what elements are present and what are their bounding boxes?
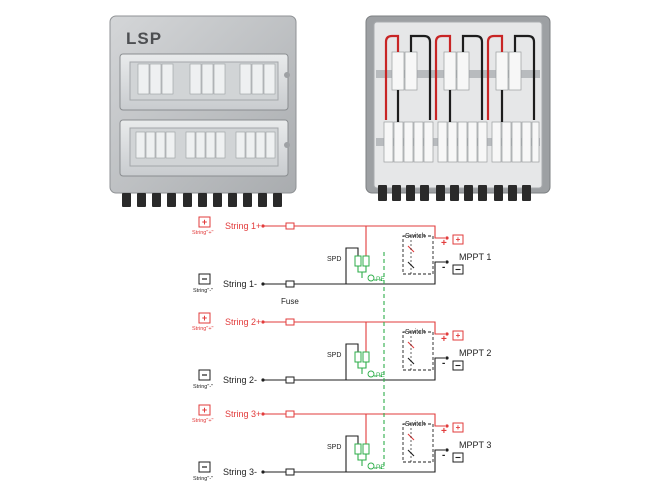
string-plus-label: String 2+ xyxy=(225,317,261,327)
spd-label: SPD xyxy=(327,444,341,451)
mppt-minus-sign: - xyxy=(442,262,445,273)
switch-enclosure xyxy=(402,331,434,371)
switch-label: Switch xyxy=(405,233,426,240)
string-minus-tag: String"-" xyxy=(193,288,213,294)
brand-logo: LSP xyxy=(126,29,162,48)
mppt-minus-node xyxy=(445,448,449,452)
fuse-positive-icon xyxy=(285,222,295,230)
plus-terminal-sign: + xyxy=(202,405,207,415)
fuse-negative-icon xyxy=(285,280,295,288)
mppt-plus-sign: + xyxy=(441,238,447,249)
mppt-label: MPPT 1 xyxy=(459,252,491,262)
positive-wire xyxy=(263,225,445,239)
spd-pe-link xyxy=(357,454,367,461)
plus-terminal-icon xyxy=(198,312,211,324)
pe-ground-icon xyxy=(367,462,375,470)
spd-label: SPD xyxy=(327,256,341,263)
spd-module-b-icon xyxy=(362,255,370,267)
positive-wire xyxy=(263,321,445,335)
string-plus-tag: String"+" xyxy=(192,326,214,332)
string-plus-tag: String"+" xyxy=(192,230,214,236)
mppt-plus-node xyxy=(445,424,449,428)
fuse-positive-icon xyxy=(285,410,295,418)
mppt-plus-icon-sign: + xyxy=(456,423,461,432)
string-minus-tag: String"-" xyxy=(193,476,213,482)
mppt-plus-icon-sign: + xyxy=(456,331,461,340)
plus-terminal-sign: + xyxy=(202,313,207,323)
mppt-plus-node xyxy=(445,332,449,336)
spd-module-b-icon xyxy=(362,443,370,455)
negative-wire xyxy=(263,357,445,381)
spd-module-a-icon xyxy=(354,255,362,267)
mppt-minus-sign: - xyxy=(442,358,445,369)
fuse-positive-icon xyxy=(285,318,295,326)
fuse-label: Fuse xyxy=(281,297,299,306)
mppt-minus-node xyxy=(445,356,449,360)
plus-terminal-icon xyxy=(198,404,211,416)
enclosure-closed-photo: LSP xyxy=(109,15,297,207)
switch-label: Switch xyxy=(405,421,426,428)
positive-wire xyxy=(263,413,445,427)
pe-ground-icon xyxy=(367,370,375,378)
wiring-diagram: + String"+" String 1+ String"-" String 1- SPD… xyxy=(192,216,491,482)
mppt-plus-node xyxy=(445,236,449,240)
enclosure-open-photo xyxy=(365,15,551,201)
mppt-label: MPPT 2 xyxy=(459,348,491,358)
pe-ground-icon xyxy=(367,274,375,282)
spd-wire-neg xyxy=(345,247,359,284)
mppt-minus-node xyxy=(445,260,449,264)
negative-wire xyxy=(263,261,445,285)
string-plus-label: String 3+ xyxy=(225,409,261,419)
switch-label: Switch xyxy=(405,329,426,336)
string-minus-label: String 3- xyxy=(223,467,257,477)
spd-wire-neg xyxy=(345,343,359,380)
string-minus-label: String 1- xyxy=(223,279,257,289)
spd-module-b-icon xyxy=(362,351,370,363)
mppt-label: MPPT 3 xyxy=(459,440,491,450)
spd-module-a-icon xyxy=(354,351,362,363)
mppt-plus-icon-sign: + xyxy=(456,235,461,244)
mppt-plus-sign: + xyxy=(441,334,447,345)
fuse-negative-icon xyxy=(285,468,295,476)
switch-enclosure xyxy=(402,423,434,463)
switch-enclosure xyxy=(402,235,434,275)
mppt-plus-icon xyxy=(452,422,464,433)
fuse-negative-icon xyxy=(285,376,295,384)
mppt-plus-sign: + xyxy=(441,426,447,437)
string-plus-label: String 1+ xyxy=(225,221,261,231)
spd-pe-link xyxy=(357,362,367,369)
spd-module-a-icon xyxy=(354,443,362,455)
mppt-plus-icon xyxy=(452,330,464,341)
string-minus-tag: String"-" xyxy=(193,384,213,390)
string-plus-tag: String"+" xyxy=(192,418,214,424)
plus-terminal-sign: + xyxy=(202,217,207,227)
negative-wire xyxy=(263,449,445,473)
mppt-minus-sign: - xyxy=(442,450,445,461)
spd-wire-neg xyxy=(345,435,359,472)
string-minus-label: String 2- xyxy=(223,375,257,385)
spd-pe-link xyxy=(357,266,367,273)
spd-label: SPD xyxy=(327,352,341,359)
mppt-plus-icon xyxy=(452,234,464,245)
plus-terminal-icon xyxy=(198,216,211,228)
